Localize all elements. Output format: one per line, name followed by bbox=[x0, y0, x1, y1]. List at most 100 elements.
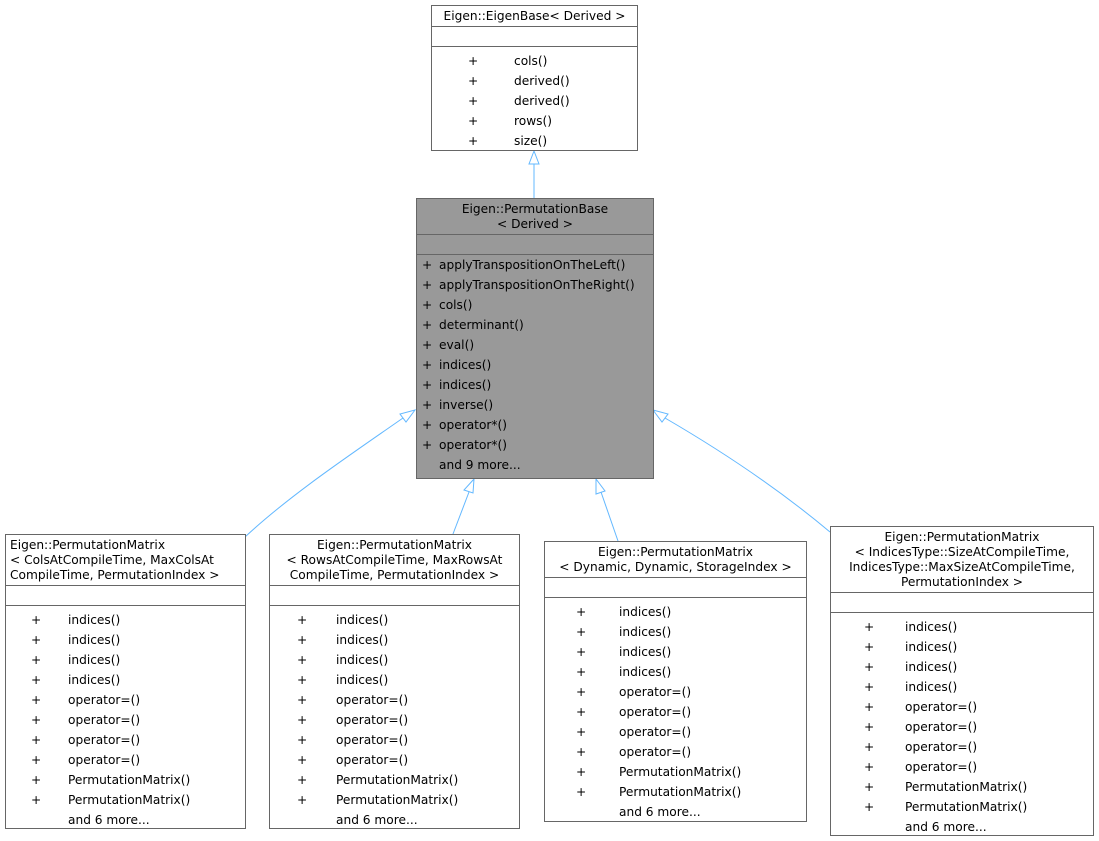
member-row[interactable]: + operator=() bbox=[270, 730, 519, 750]
member-row[interactable]: +PermutationMatrix() bbox=[831, 797, 1093, 817]
visibility-public: + bbox=[576, 625, 587, 639]
member-row[interactable]: +operator=() bbox=[831, 717, 1093, 737]
visibility-public: + bbox=[468, 74, 479, 88]
member-row[interactable]: +determinant() bbox=[417, 315, 653, 335]
member-row[interactable]: + PermutationMatrix() bbox=[270, 790, 519, 810]
member-name: operator=() bbox=[68, 693, 141, 707]
member-row[interactable]: +operator=() bbox=[270, 710, 519, 730]
class-permutation-base[interactable]: Eigen::PermutationBase < Derived > +appl… bbox=[416, 198, 654, 479]
member-row[interactable]: + indices() bbox=[270, 670, 519, 690]
member-row[interactable]: +operator*() bbox=[417, 435, 653, 455]
member-row[interactable]: +operator*() bbox=[417, 415, 653, 435]
attributes-section bbox=[6, 585, 245, 605]
member-row[interactable]: +rows() bbox=[432, 111, 637, 131]
class-eigenbase[interactable]: Eigen::EigenBase< Derived > +cols() +der… bbox=[431, 5, 638, 151]
more-members-link[interactable]: and 6 more... bbox=[6, 810, 245, 830]
member-name: applyTranspositionOnTheLeft() bbox=[439, 258, 626, 272]
member-row[interactable]: + indices() bbox=[6, 650, 245, 670]
member-row[interactable]: +indices() bbox=[270, 610, 519, 630]
member-name: cols() bbox=[514, 54, 548, 68]
member-row[interactable]: +eval() bbox=[417, 335, 653, 355]
member-row[interactable]: +indices() bbox=[6, 630, 245, 650]
member-row[interactable]: +derived() bbox=[432, 91, 637, 111]
member-row[interactable]: +indices() bbox=[831, 617, 1093, 637]
visibility-public: + bbox=[422, 278, 433, 292]
member-row[interactable]: +indices() bbox=[545, 662, 806, 682]
more-members-link[interactable]: and 6 more... bbox=[270, 810, 519, 830]
member-row[interactable]: +indices() bbox=[6, 610, 245, 630]
member-row[interactable]: +PermutationMatrix() bbox=[270, 770, 519, 790]
visibility-public: + bbox=[31, 693, 42, 707]
member-row[interactable]: +operator=() bbox=[831, 737, 1093, 757]
member-row[interactable]: +indices() bbox=[270, 630, 519, 650]
member-name: PermutationMatrix() bbox=[905, 800, 1028, 814]
more-members-link[interactable]: and 6 more... bbox=[545, 802, 806, 822]
member-name: PermutationMatrix() bbox=[619, 785, 742, 799]
member-row[interactable]: +PermutationMatrix() bbox=[831, 777, 1093, 797]
visibility-public: + bbox=[297, 793, 308, 807]
visibility-public: + bbox=[864, 760, 875, 774]
arrowhead-permbase-4 bbox=[651, 409, 669, 423]
member-row[interactable]: +operator=() bbox=[6, 730, 245, 750]
member-row[interactable]: + applyTranspositionOnTheLeft() bbox=[417, 255, 653, 275]
visibility-public: + bbox=[864, 680, 875, 694]
member-row[interactable]: +indices() bbox=[270, 650, 519, 670]
member-row[interactable]: +operator=() bbox=[545, 682, 806, 702]
visibility-public: + bbox=[297, 673, 308, 687]
member-row[interactable]: +operator=() bbox=[270, 690, 519, 710]
visibility-public: + bbox=[297, 733, 308, 747]
member-name: operator=() bbox=[905, 740, 978, 754]
member-row[interactable]: +inverse() bbox=[417, 395, 653, 415]
member-name: operator=() bbox=[68, 713, 141, 727]
member-name: indices() bbox=[619, 665, 672, 679]
member-row[interactable]: +operator=() bbox=[6, 750, 245, 770]
more-members-link[interactable]: and 9 more... bbox=[417, 455, 653, 475]
member-row[interactable]: +indices() bbox=[545, 642, 806, 662]
member-row[interactable]: +PermutationMatrix() bbox=[6, 790, 245, 810]
member-row[interactable]: +operator=() bbox=[545, 702, 806, 722]
class-permutation-matrix-indices[interactable]: Eigen::PermutationMatrix < IndicesType::… bbox=[830, 526, 1094, 836]
member-name: indices() bbox=[336, 613, 389, 627]
member-row[interactable]: +cols() bbox=[432, 51, 637, 71]
member-row[interactable]: +derived() bbox=[432, 71, 637, 91]
class-permutation-matrix-rows[interactable]: Eigen::PermutationMatrix < RowsAtCompile… bbox=[269, 534, 520, 829]
member-name: PermutationMatrix() bbox=[336, 793, 459, 807]
member-name: indices() bbox=[439, 378, 492, 392]
class-title: Eigen::EigenBase< Derived > bbox=[443, 9, 626, 23]
visibility-public: + bbox=[31, 653, 42, 667]
member-name: indices() bbox=[68, 673, 121, 687]
member-row[interactable]: +indices() bbox=[831, 677, 1093, 697]
member-row[interactable]: +PermutationMatrix() bbox=[6, 770, 245, 790]
visibility-public: + bbox=[422, 258, 433, 272]
member-name: indices() bbox=[336, 673, 389, 687]
member-row[interactable]: +indices() bbox=[417, 375, 653, 395]
member-row[interactable]: +indices() bbox=[545, 602, 806, 622]
member-row[interactable]: +cols() bbox=[417, 295, 653, 315]
member-row[interactable]: +indices() bbox=[831, 637, 1093, 657]
member-name: operator=() bbox=[336, 733, 409, 747]
member-row[interactable]: +operator=() bbox=[545, 742, 806, 762]
member-row[interactable]: +operator=() bbox=[545, 722, 806, 742]
class-permutation-matrix-dynamic[interactable]: Eigen::PermutationMatrix < Dynamic, Dyna… bbox=[544, 541, 807, 822]
more-members-link[interactable]: and 6 more... bbox=[831, 817, 1093, 837]
visibility-public: + bbox=[31, 773, 42, 787]
visibility-public: + bbox=[864, 780, 875, 794]
member-row[interactable]: +indices() bbox=[831, 657, 1093, 677]
member-row[interactable]: + operator=() bbox=[6, 690, 245, 710]
member-row[interactable]: +indices() bbox=[6, 670, 245, 690]
member-row[interactable]: +operator=() bbox=[831, 697, 1093, 717]
member-row[interactable]: +operator=() bbox=[6, 710, 245, 730]
member-row[interactable]: +size() bbox=[432, 131, 637, 151]
member-row[interactable]: +indices() bbox=[417, 355, 653, 375]
member-row[interactable]: +applyTranspositionOnTheRight() bbox=[417, 275, 653, 295]
member-name: indices() bbox=[68, 653, 121, 667]
class-permutation-matrix-cols[interactable]: Eigen::PermutationMatrix < ColsAtCompile… bbox=[5, 534, 246, 829]
member-row[interactable]: +operator=() bbox=[270, 750, 519, 770]
member-name: rows() bbox=[514, 114, 553, 128]
member-row[interactable]: +PermutationMatrix() bbox=[545, 762, 806, 782]
member-row[interactable]: +PermutationMatrix() bbox=[545, 782, 806, 802]
visibility-public: + bbox=[576, 745, 587, 759]
edge-pmdyn-to-permbase bbox=[600, 491, 619, 542]
member-row[interactable]: +indices() bbox=[545, 622, 806, 642]
member-row[interactable]: +operator=() bbox=[831, 757, 1093, 777]
